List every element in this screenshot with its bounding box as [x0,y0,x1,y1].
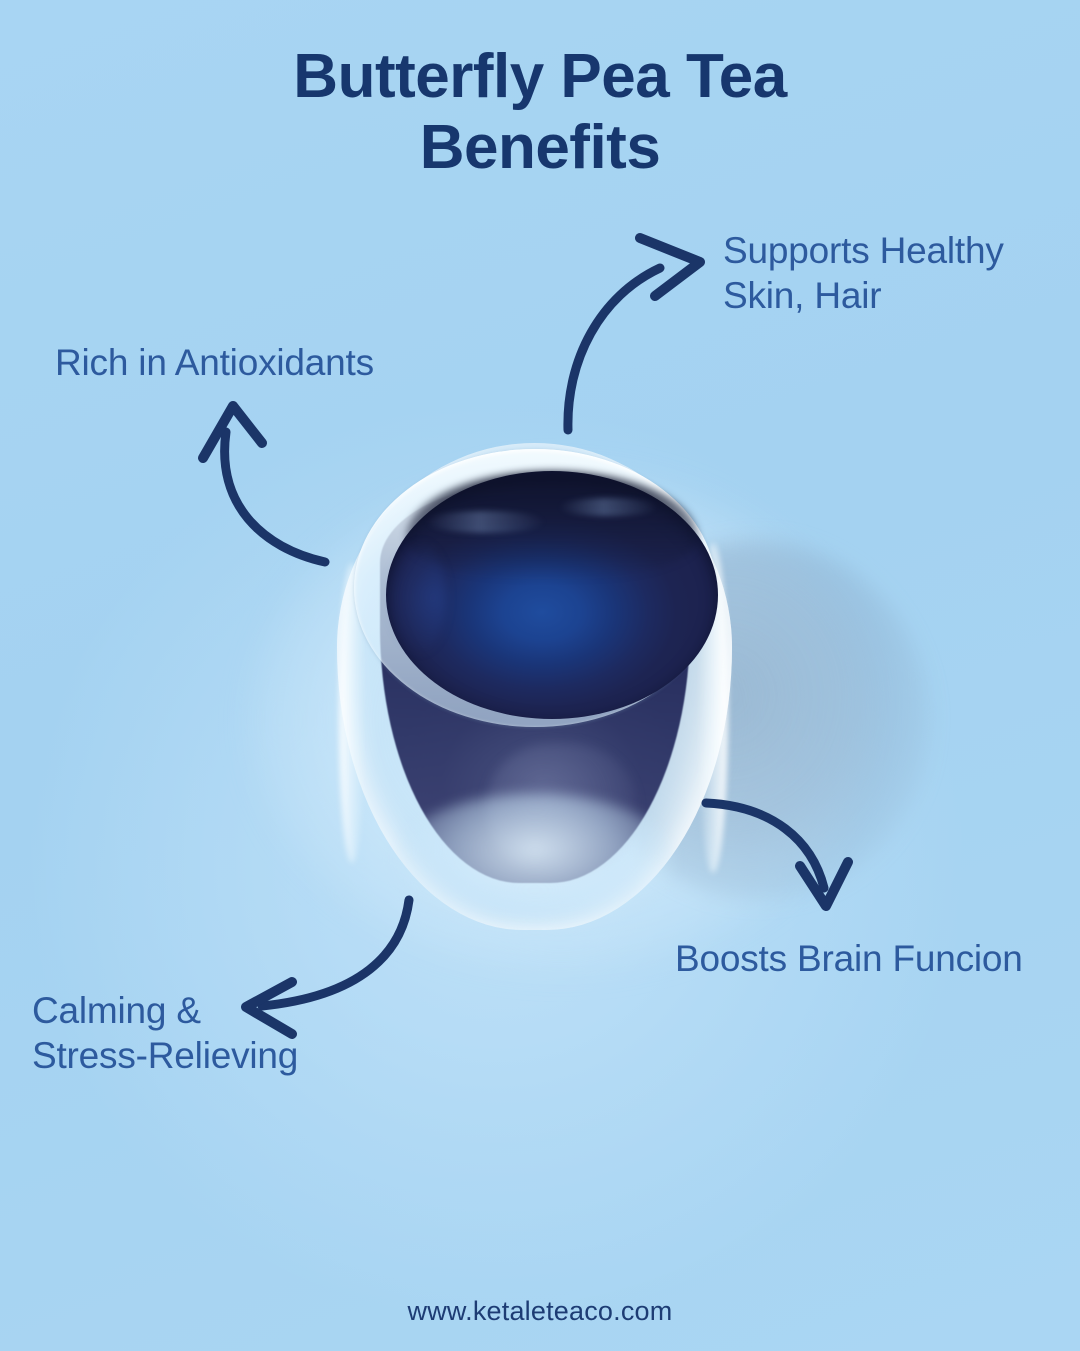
tea-edge-left [386,540,446,655]
tea-glint-b [558,498,659,516]
cup-rim [354,449,718,727]
tea-top-shade [405,471,699,581]
glass-edge-right [698,543,728,873]
benefit-label-skin-hair: Supports Healthy Skin, Hair [723,230,1004,317]
tea-surface [386,471,718,719]
table-gloss [250,470,870,970]
cup-body-reflection [487,743,637,878]
cup-shadow [561,517,954,923]
cup-glass-outer [337,443,732,930]
glass-edge-left [339,563,365,863]
title-line-2: Benefits [419,112,661,182]
benefit-label-brain: Boosts Brain Funcion [675,938,1023,979]
cup-tea-body [380,483,690,883]
tea-cup [337,443,732,930]
curved-arrow-up-left-icon [198,401,330,567]
curved-arrow-down-right-icon [701,798,853,911]
tea-glint-a [425,510,546,533]
benefit-label-calming: Calming & Stress-Relieving [32,990,299,1077]
curved-arrow-up-right-icon [563,233,705,435]
cup-base-glow [395,793,675,928]
page-title: Butterfly Pea Tea Benefits [0,42,1080,183]
benefit-label-antioxidants: Rich in Antioxidants [55,342,374,383]
title-line-1: Butterfly Pea Tea [293,42,787,111]
footer-website: www.ketaleteaco.com [407,1296,673,1326]
